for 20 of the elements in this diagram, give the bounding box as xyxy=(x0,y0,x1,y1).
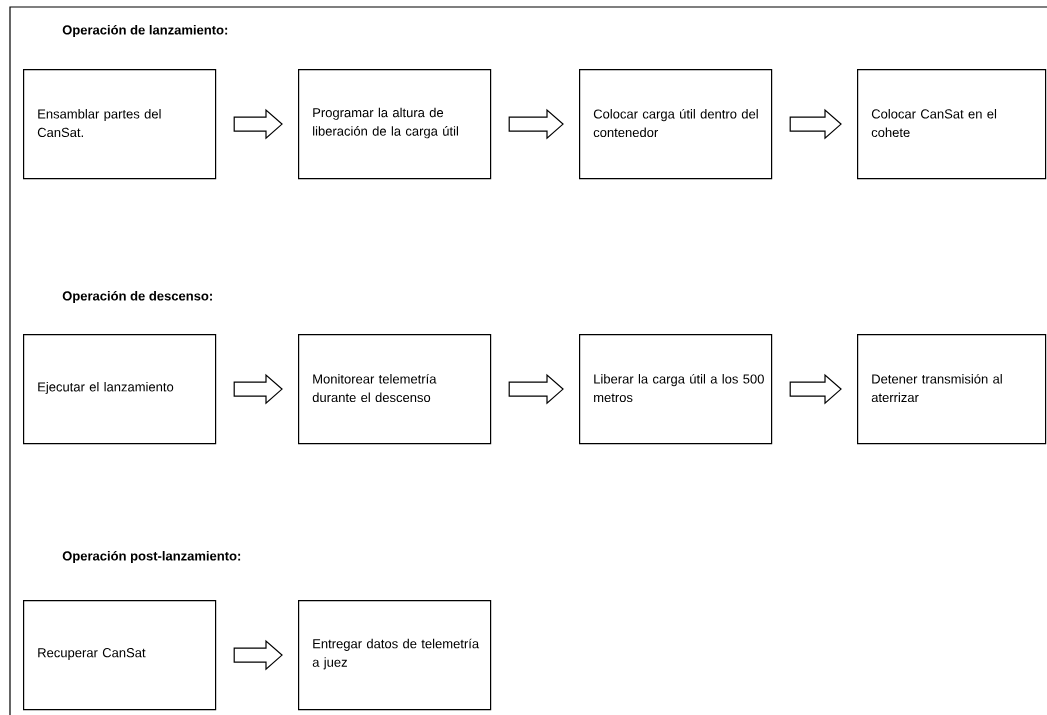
process-box: Programar la altura de liberación de la carga útil xyxy=(298,69,492,180)
process-box: Entregar datos de telemetría a juez xyxy=(298,600,492,711)
block-arrow xyxy=(233,108,283,140)
section-heading: Operación de descenso: xyxy=(62,290,212,304)
section-heading: Operación post-lanzamiento: xyxy=(62,550,241,564)
process-box: Ensamblar partes del CanSat. xyxy=(23,69,217,180)
process-box: Colocar carga útil dentro del contenedor xyxy=(579,69,773,180)
process-box: Detener transmisión al aterrizar xyxy=(857,334,1047,445)
process-box: Colocar CanSat en el cohete xyxy=(857,69,1047,180)
process-box: Ejecutar el lanzamiento xyxy=(23,334,217,445)
process-box: Liberar la carga útil a los 500 metros xyxy=(579,334,773,445)
block-arrow xyxy=(789,373,842,405)
block-arrow xyxy=(233,639,283,671)
block-arrow xyxy=(508,373,564,405)
process-box: Recuperar CanSat xyxy=(23,600,217,711)
block-arrow xyxy=(508,108,564,140)
section-heading: Operación de lanzamiento: xyxy=(62,24,228,38)
process-box: Monitorear telemetría durante el descenso xyxy=(298,334,492,445)
block-arrow xyxy=(233,373,283,405)
block-arrow xyxy=(789,108,842,140)
